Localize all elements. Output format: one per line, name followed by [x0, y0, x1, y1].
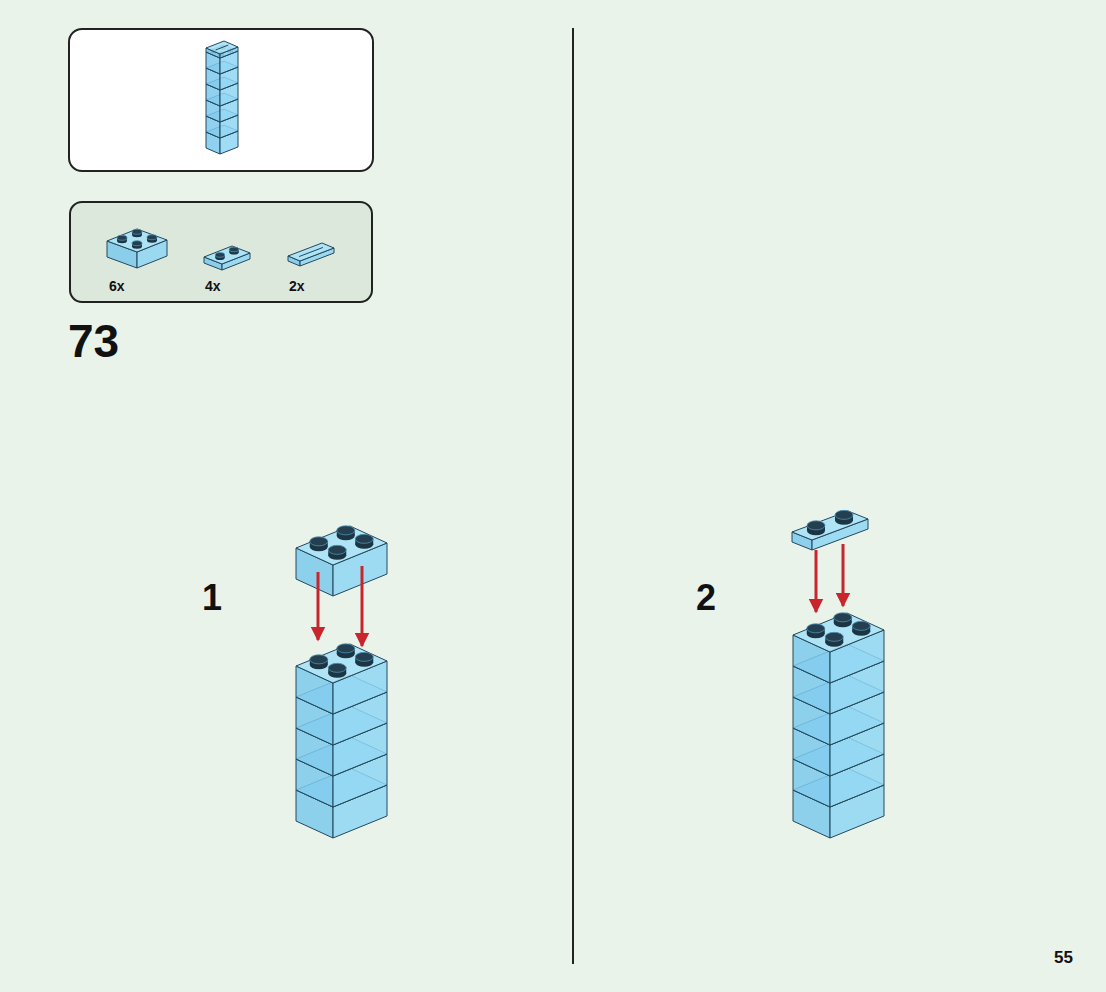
- parts-panel-fill: [69, 201, 373, 303]
- brick: [792, 510, 868, 550]
- step-divider: [572, 28, 574, 964]
- arrow: [361, 566, 364, 646]
- brick: [296, 526, 387, 596]
- part-quantity: 6x: [109, 279, 125, 293]
- parts-panel: 6x 4x 2x: [69, 201, 373, 303]
- assembly-arrows: [318, 544, 843, 646]
- substep-number: 2: [696, 580, 716, 616]
- page-number: 55: [1054, 949, 1073, 966]
- brick: [206, 41, 238, 58]
- arrow: [317, 572, 320, 640]
- brick: [296, 644, 387, 714]
- step-number: 73: [68, 318, 119, 364]
- part-quantity: 4x: [205, 279, 221, 293]
- brick-illustrations: [107, 41, 884, 838]
- arrow: [815, 550, 818, 612]
- brick: [793, 613, 884, 683]
- substep-number: 1: [202, 580, 222, 616]
- brick: [107, 229, 167, 268]
- brick: [204, 246, 250, 270]
- part-quantity: 2x: [289, 279, 305, 293]
- preview-panel: [69, 29, 373, 171]
- brick: [288, 243, 334, 266]
- arrow: [842, 544, 845, 606]
